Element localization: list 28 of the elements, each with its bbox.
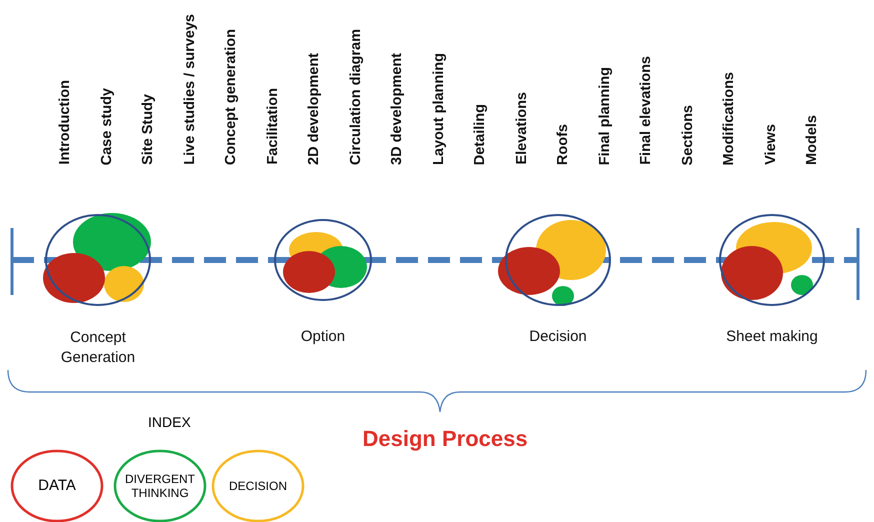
step-label: Facilitation <box>264 88 280 165</box>
step-label: Views <box>762 124 778 165</box>
step-label: Concept generation <box>223 29 239 166</box>
index-heading: INDEX <box>148 414 191 430</box>
step-label: Case study <box>98 88 114 166</box>
step-label: Elevations <box>514 92 530 165</box>
legend-label: DIVERGENT THINKING <box>124 472 196 500</box>
stage-label: Option <box>300 328 346 345</box>
step-label: Roofs <box>555 124 571 166</box>
stage-label: Decision <box>528 328 588 345</box>
step-label: Final elevations <box>638 56 654 165</box>
stage-label: Sheet making <box>725 328 819 345</box>
caption: Design Process <box>362 426 528 452</box>
step-label: 3D development <box>389 53 405 165</box>
legend-label: DECISION <box>228 479 288 493</box>
step-label: Sections <box>680 105 696 166</box>
step-label: Layout planning <box>430 53 446 165</box>
step-label: Modifications <box>721 72 737 166</box>
step-label: Final planning <box>596 67 612 166</box>
stage-label: Concept Generation <box>60 328 136 368</box>
legend-label: DATA <box>37 479 77 493</box>
step-label: Detailing <box>472 104 488 166</box>
step-label: Live studies / surveys <box>182 14 198 165</box>
step-label: Introduction <box>57 80 73 165</box>
step-label: 2D development <box>306 53 322 165</box>
step-label: Circulation diagram <box>348 29 364 166</box>
step-label: Models <box>804 115 820 165</box>
step-label: Site Study <box>140 94 156 165</box>
